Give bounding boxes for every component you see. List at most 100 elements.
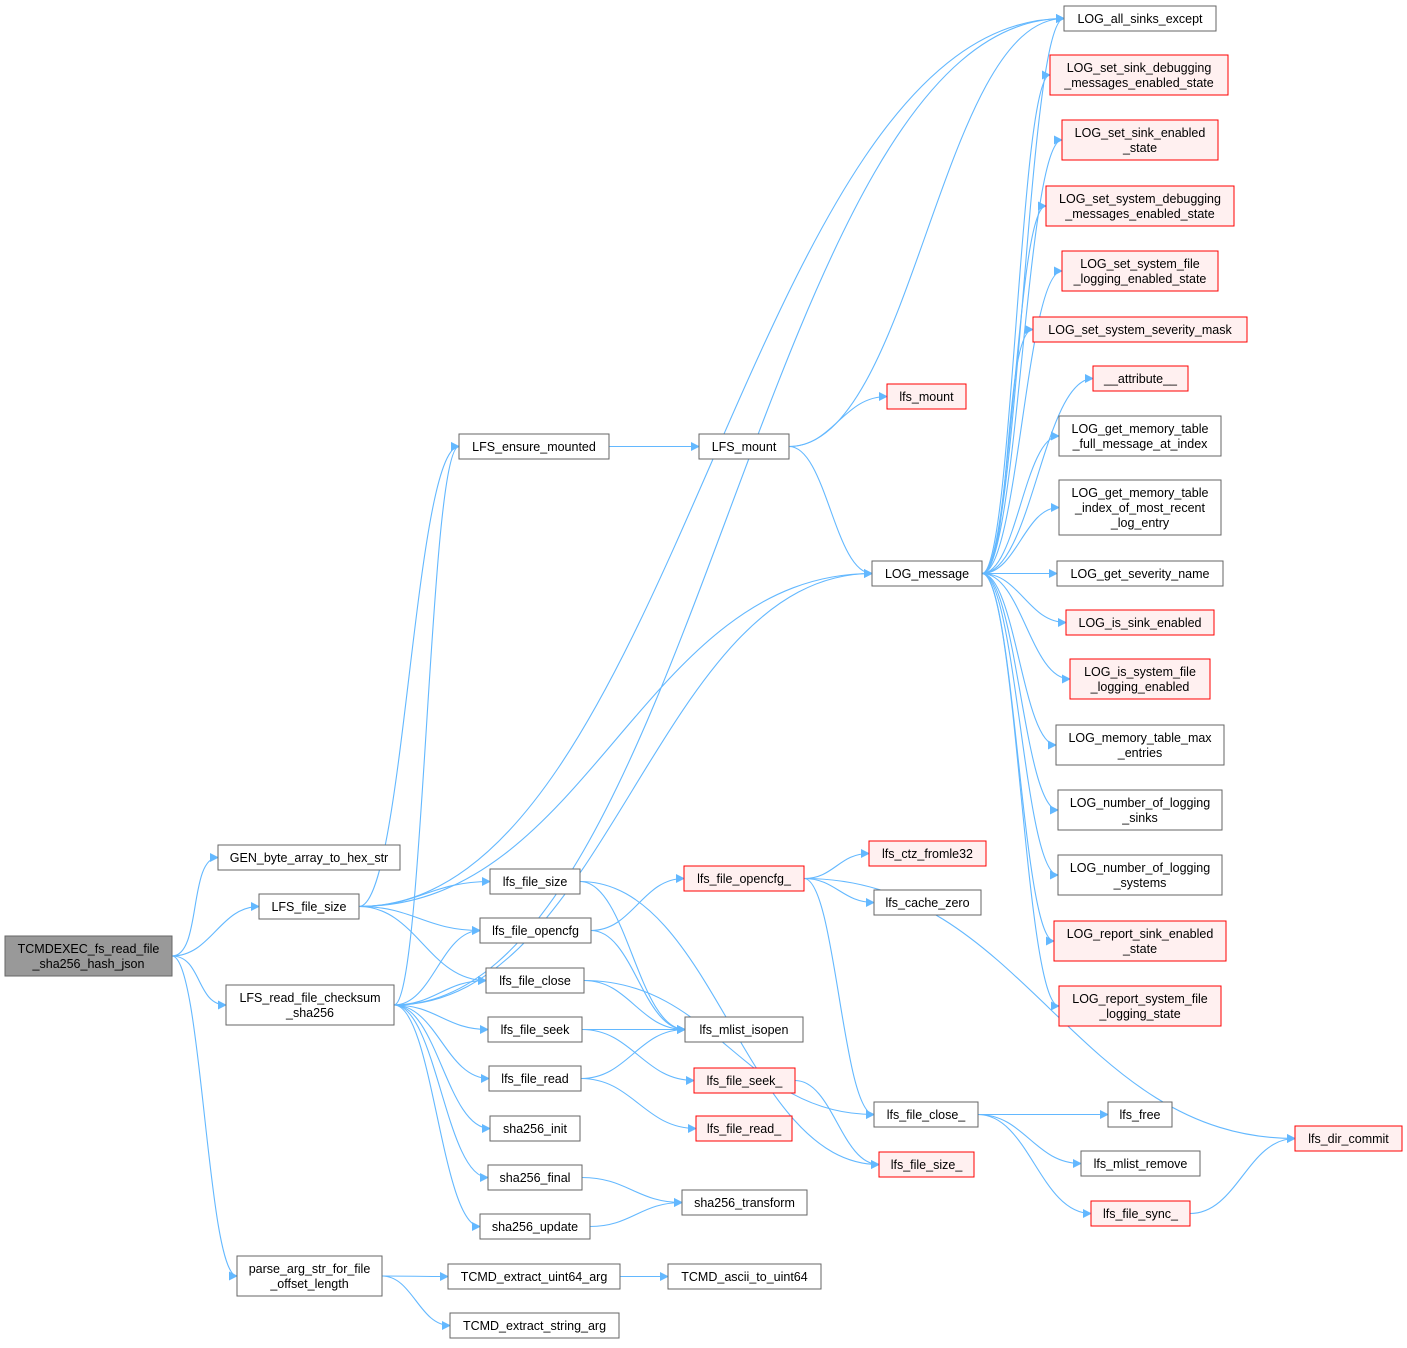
node-label: _log_entry (1110, 516, 1170, 530)
node-log_set_sys_dbg[interactable]: LOG_set_system_debugging_messages_enable… (1045, 185, 1235, 227)
edge-LFS_mount-to-LOG_message (788, 445, 873, 578)
node-lfs_file_seek[interactable]: lfs_file_seek (487, 1016, 583, 1043)
edge-LOG_message-to-log_set_sev (981, 325, 1034, 575)
node-log_get_mem_full[interactable]: LOG_get_memory_table_full_message_at_ind… (1058, 415, 1222, 457)
node-label: LFS_read_file_checksum (239, 991, 380, 1005)
node-box (1045, 185, 1235, 227)
node-LFS_ensure[interactable]: LFS_ensure_mounted (458, 433, 610, 460)
node-log_set_sink_dbg[interactable]: LOG_set_sink_debugging_messages_enabled_… (1049, 54, 1229, 96)
node-label: LOG_number_of_logging (1070, 796, 1210, 810)
node-box (695, 1115, 793, 1142)
node-label: _state (1122, 942, 1157, 956)
edge-lfs_file_opencfg_-to-lfs_cache_zero (803, 877, 875, 907)
node-attribute[interactable]: __attribute__ (1092, 365, 1189, 392)
node-lfs_file_sync_[interactable]: lfs_file_sync_ (1090, 1200, 1191, 1227)
node-box (667, 1263, 822, 1290)
node-tcmd_str[interactable]: TCMD_extract_string_arg (449, 1312, 620, 1339)
edge-lfs_file_opencfg_-to-lfs_file_close_ (803, 877, 875, 1119)
node-sha256_init[interactable]: sha256_init (489, 1115, 581, 1142)
node-lfs_file_close_[interactable]: lfs_file_close_ (873, 1101, 979, 1128)
node-log_num_sinks[interactable]: LOG_number_of_logging_sinks (1057, 789, 1223, 831)
node-sha256_update[interactable]: sha256_update (479, 1213, 591, 1240)
node-box (458, 433, 610, 460)
node-log_get_sev_name[interactable]: LOG_get_severity_name (1056, 560, 1224, 587)
node-lfs_mlist_isopen[interactable]: lfs_mlist_isopen (684, 1016, 804, 1043)
node-parse_arg[interactable]: parse_arg_str_for_file_offset_length (236, 1255, 383, 1297)
node-lfs_ctz[interactable]: lfs_ctz_fromle32 (868, 840, 987, 867)
node-lfs_free[interactable]: lfs_free (1107, 1101, 1173, 1128)
node-log_mem_max[interactable]: LOG_memory_table_max_entries (1055, 724, 1225, 766)
node-log_rep_sink[interactable]: LOG_report_sink_enabled_state (1053, 920, 1227, 962)
node-label: _logging_enabled (1090, 680, 1190, 694)
node-LFS_read_cs[interactable]: LFS_read_file_checksum_sha256 (225, 984, 395, 1026)
node-box (485, 967, 585, 994)
node-box (693, 1067, 796, 1094)
node-label: sha256_init (503, 1122, 567, 1136)
node-box (868, 840, 987, 867)
node-lfs_file_size_[interactable]: lfs_file_size_ (878, 1151, 975, 1178)
node-label: lfs_file_seek_ (707, 1074, 784, 1088)
node-label: _sinks (1121, 811, 1157, 825)
node-log_all_sinks[interactable]: LOG_all_sinks_except (1063, 5, 1217, 32)
node-lfs_file_read[interactable]: lfs_file_read (488, 1065, 582, 1092)
node-lfs_mount[interactable]: lfs_mount (886, 383, 967, 410)
node-LFS_mount[interactable]: LFS_mount (698, 433, 790, 460)
edge-LOG_message-to-log_set_sink_dbg (981, 70, 1051, 575)
edge-LFS_file_size-to-LFS_ensure (358, 442, 460, 908)
node-box (878, 1151, 975, 1178)
edge-LFS_read_cs-to-lfs_file_opencfg (393, 926, 481, 1006)
node-lfs_mlist_remove[interactable]: lfs_mlist_remove (1080, 1150, 1201, 1177)
node-label: LOG_set_system_file (1080, 257, 1200, 271)
node-lfs_file_read_[interactable]: lfs_file_read_ (695, 1115, 793, 1142)
node-log_rep_sys[interactable]: LOG_report_system_file_logging_state (1058, 985, 1222, 1027)
node-label: _entries (1117, 746, 1162, 760)
node-log_num_sys[interactable]: LOG_number_of_logging_systems (1057, 854, 1223, 896)
node-log_set_sys_file[interactable]: LOG_set_system_file_logging_enabled_stat… (1061, 250, 1219, 292)
node-lfs_dir_commit[interactable]: lfs_dir_commit (1294, 1125, 1403, 1152)
edge-LFS_read_cs-to-LFS_ensure (393, 442, 460, 1006)
node-box (489, 1115, 581, 1142)
node-label: LOG_set_sink_enabled (1075, 126, 1206, 140)
node-label: _logging_enabled_state (1073, 272, 1207, 286)
node-box (1058, 479, 1222, 536)
node-tcmd_u64[interactable]: TCMD_extract_uint64_arg (447, 1263, 621, 1290)
node-label: lfs_file_read_ (707, 1122, 782, 1136)
node-label: TCMDEXEC_fs_read_file (18, 942, 160, 956)
node-tcmdexec[interactable]: TCMDEXEC_fs_read_file_sha256_hash_json (4, 935, 173, 977)
node-lfs_file_close[interactable]: lfs_file_close (485, 967, 585, 994)
node-label: lfs_file_read (501, 1072, 568, 1086)
node-box (1294, 1125, 1403, 1152)
node-tcmd_ascii[interactable]: TCMD_ascii_to_uint64 (667, 1263, 822, 1290)
node-lfs_file_opencfg[interactable]: lfs_file_opencfg (479, 917, 592, 944)
node-log_set_sev[interactable]: LOG_set_system_severity_mask (1032, 316, 1248, 343)
node-box (1090, 1200, 1191, 1227)
node-box (1061, 250, 1219, 292)
node-box (479, 917, 592, 944)
node-box (258, 893, 360, 920)
node-label: LOG_is_system_file (1084, 665, 1196, 679)
edge-LOG_message-to-log_num_sinks (981, 572, 1059, 815)
node-label: lfs_free (1120, 1108, 1161, 1122)
node-label: LOG_message (885, 567, 969, 581)
node-label: _messages_enabled_state (1064, 207, 1214, 221)
node-lfs_file_size[interactable]: lfs_file_size (489, 868, 581, 895)
node-log_is_sink[interactable]: LOG_is_sink_enabled (1065, 609, 1215, 636)
node-label: LOG_set_system_severity_mask (1048, 323, 1232, 337)
node-LOG_message[interactable]: LOG_message (871, 560, 983, 587)
node-LFS_file_size[interactable]: LFS_file_size (258, 893, 360, 920)
node-sha256_final[interactable]: sha256_final (487, 1164, 583, 1191)
node-box (1049, 54, 1229, 96)
node-log_set_sink_en[interactable]: LOG_set_sink_enabled_state (1061, 119, 1219, 161)
node-lfs_file_opencfg_[interactable]: lfs_file_opencfg_ (683, 865, 805, 892)
node-sha256_transform[interactable]: sha256_transform (681, 1189, 808, 1216)
node-lfs_file_seek_[interactable]: lfs_file_seek_ (693, 1067, 796, 1094)
node-gen_hex[interactable]: GEN_byte_array_to_hex_str (217, 844, 401, 871)
node-log_get_mem_idx[interactable]: LOG_get_memory_table_index_of_most_recen… (1058, 479, 1222, 536)
node-label: lfs_mount (899, 390, 954, 404)
node-label: LOG_report_system_file (1072, 992, 1208, 1006)
edge-LFS_read_cs-to-sha256_update (393, 1004, 481, 1231)
node-box (1061, 119, 1219, 161)
node-lfs_cache_zero[interactable]: lfs_cache_zero (873, 889, 982, 916)
node-log_is_sys_file[interactable]: LOG_is_system_file_logging_enabled (1069, 658, 1211, 700)
node-box (489, 868, 581, 895)
